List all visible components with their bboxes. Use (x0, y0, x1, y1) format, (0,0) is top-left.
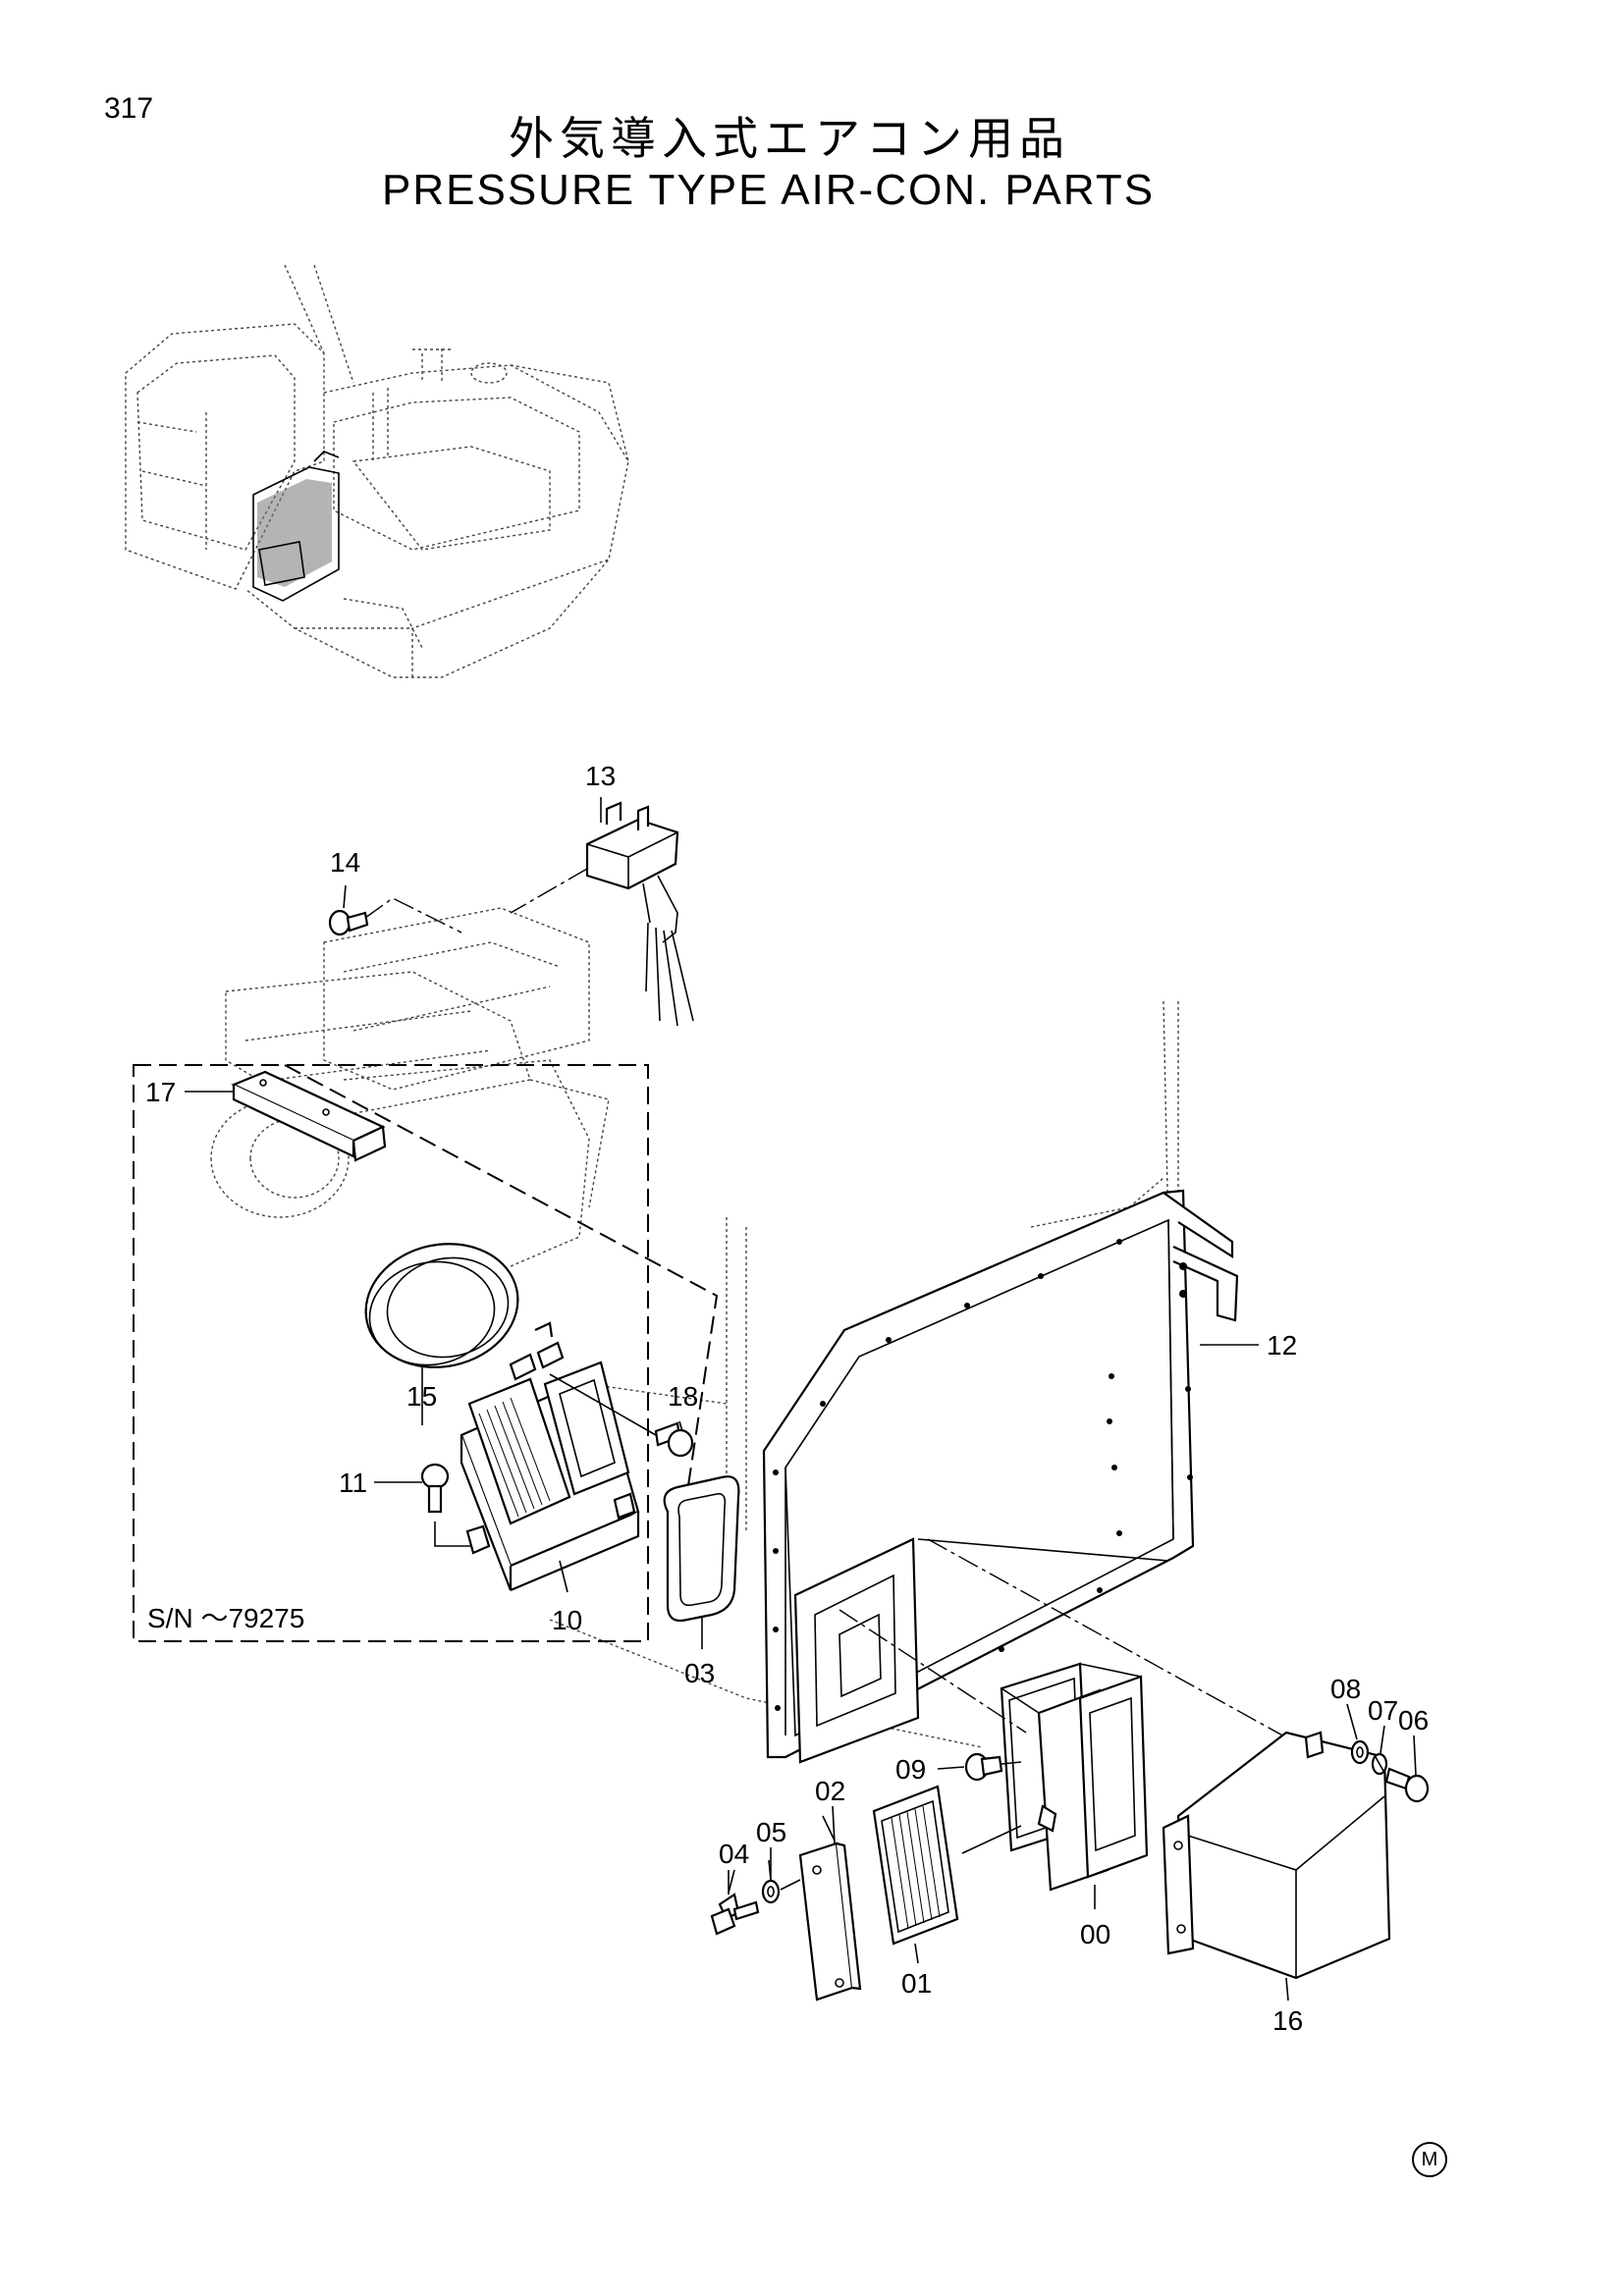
part-18-bolt (549, 1373, 694, 1458)
part-03-gasket (663, 1475, 740, 1623)
excavator-overview-illustration (125, 264, 629, 678)
serial-note: S/N ～79275 (147, 1603, 304, 1633)
callout-05: 05 (756, 1817, 786, 1847)
page-number: 317 (104, 92, 154, 125)
part-01-filter-element (872, 1785, 1022, 1946)
callout-06: 06 (1398, 1705, 1429, 1735)
callout-14: 14 (330, 847, 360, 878)
part-12-panel-frame (762, 1189, 1239, 1764)
callout-15: 15 (406, 1381, 437, 1412)
callout-07: 07 (1368, 1695, 1398, 1726)
callout-labels: 13 14 17 12 15 18 11 10 03 08 07 06 09 0… (145, 761, 1429, 2036)
part-14-bolt (328, 897, 462, 936)
part-02-cover-plate (798, 1815, 862, 2002)
callout-09: 09 (895, 1754, 926, 1785)
part-11-bolt (420, 1463, 471, 1547)
callout-00: 00 (1080, 1919, 1110, 1949)
callout-08: 08 (1330, 1674, 1361, 1704)
page-title-japanese: 外気導入式エアコン用品 (509, 112, 1070, 165)
group-boundary-extension (284, 1064, 719, 1493)
part-00-duct-housing (839, 1538, 1287, 1892)
callout-02: 02 (815, 1776, 845, 1806)
part-08-washer (1350, 1739, 1370, 1765)
callout-18: 18 (668, 1381, 698, 1412)
part-17-bracket (231, 1070, 387, 1162)
callout-leaders (185, 797, 1417, 2002)
part-04-wing-bolt (710, 1870, 760, 1936)
part-10-filter-housing (460, 1321, 640, 1592)
callout-04: 04 (719, 1839, 749, 1869)
callout-11: 11 (339, 1468, 367, 1498)
callout-01: 01 (901, 1968, 932, 1999)
part-16-cover-box (1162, 1731, 1391, 1980)
callout-03: 03 (684, 1658, 715, 1688)
part-07-spring-washer (1371, 1752, 1388, 1776)
part-05-washer (761, 1859, 801, 1904)
callout-13: 13 (585, 761, 616, 791)
part-15-ring (364, 1243, 519, 1368)
part-13-connector (510, 801, 694, 1027)
callout-16: 16 (1272, 2005, 1303, 2036)
callout-12: 12 (1267, 1330, 1297, 1361)
serial-number-group-boundary (133, 1064, 649, 1642)
part-06-bolt (1384, 1767, 1430, 1803)
catalog-mark-symbol: M (1412, 2142, 1447, 2177)
callout-10: 10 (552, 1605, 582, 1635)
callout-17: 17 (145, 1077, 176, 1107)
part-09-bolt (964, 1752, 1022, 1782)
page-title-english: PRESSURE TYPE AIR-CON. PARTS (382, 166, 1156, 214)
